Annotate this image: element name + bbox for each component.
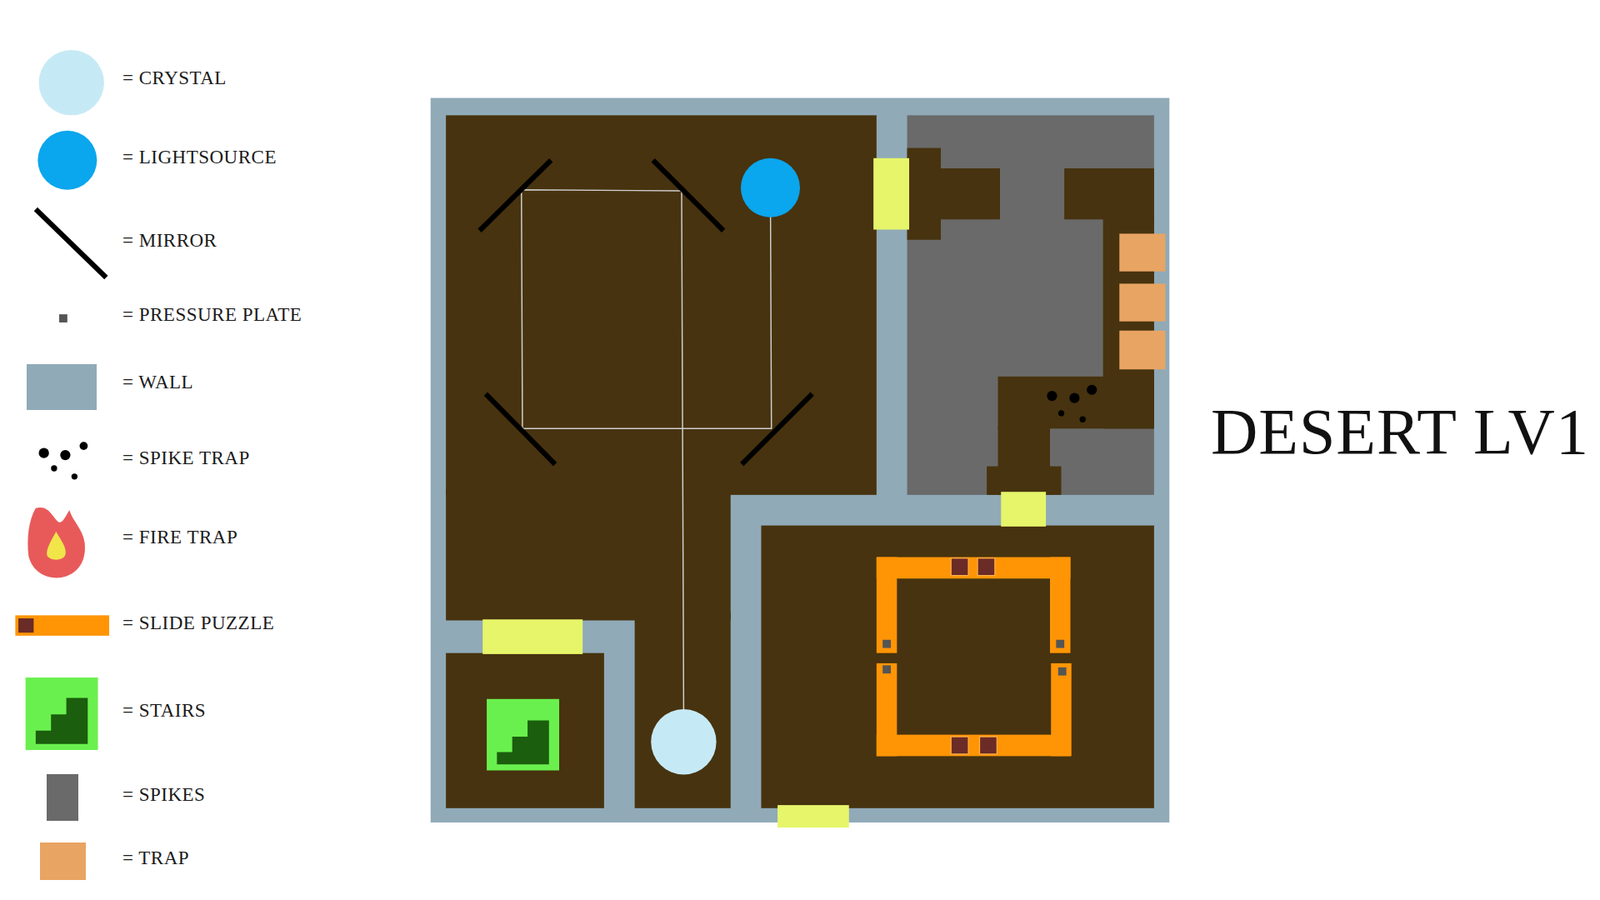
legend-label: = PRESSURE PLATE <box>122 304 302 326</box>
legend-label: = STAIRS <box>122 700 206 722</box>
map-traps-part <box>1058 410 1065 416</box>
map-floor-part <box>445 653 605 809</box>
map-traps-part <box>1119 233 1165 271</box>
legend-label: = CRYSTAL <box>122 67 227 90</box>
map-floor-part <box>998 376 1155 429</box>
slide-puzzle-part <box>977 558 995 576</box>
legend-symbols-part <box>35 209 106 278</box>
slide-puzzle-part <box>950 558 969 576</box>
legend-symbols-part <box>25 677 99 750</box>
map-walls <box>430 98 1170 823</box>
map-walls-part <box>430 98 1170 823</box>
level-title: DESERT LV1 <box>1210 399 1590 465</box>
legend-symbols-part <box>71 473 78 480</box>
slide-puzzle-part <box>950 736 969 755</box>
legend-symbols-part <box>59 314 68 323</box>
slide-puzzle-part <box>876 663 897 756</box>
map-doors-part <box>1000 491 1046 527</box>
map-traps-part <box>1069 392 1080 403</box>
slide-puzzle-part <box>1050 663 1071 756</box>
legend-symbols-part <box>35 698 88 745</box>
legend-swatch <box>40 842 86 880</box>
light-beam <box>521 187 772 710</box>
map-floor-part <box>907 115 1155 495</box>
stairs <box>486 699 560 771</box>
map-floor-part <box>445 115 877 495</box>
legend-symbols-part <box>46 531 66 560</box>
crystal-lightsource-part <box>740 158 800 218</box>
legend-symbols-part <box>60 450 70 460</box>
legend-label: = SPIKE TRAP <box>122 447 250 470</box>
map-floor-part <box>907 148 941 240</box>
map-floor <box>445 115 1155 808</box>
crystal-lightsource-part <box>650 709 716 775</box>
legend-symbols-part <box>50 465 57 471</box>
map-floor-part <box>445 490 731 621</box>
map-doors <box>482 158 1046 828</box>
legend-symbols-part <box>15 615 110 635</box>
map-traps-part <box>1080 416 1086 423</box>
legend-symbols-part <box>37 130 97 190</box>
mirrors-part <box>480 160 552 230</box>
legend-label: = SPIKES <box>122 784 205 806</box>
map-traps-part <box>1119 330 1165 370</box>
slide-puzzle-part <box>980 736 998 755</box>
legend-label: = MIRROR <box>122 230 217 252</box>
legend-symbols-part <box>27 507 85 579</box>
map-floor-part <box>760 525 1154 809</box>
light-beam-part <box>521 187 772 710</box>
legend-label: = SLIDE PUZZLE <box>122 612 275 635</box>
slide-puzzle-part <box>882 665 891 674</box>
legend-symbols <box>15 50 110 750</box>
mirrors-part <box>485 394 555 465</box>
legend-symbols-part <box>18 618 34 633</box>
map-traps-part <box>1046 390 1057 401</box>
slide-puzzle-part <box>1055 640 1065 649</box>
map-traps-part <box>1086 385 1097 395</box>
stairs-part <box>486 699 560 771</box>
crystal-lightsource <box>650 158 800 775</box>
slide-puzzle-part <box>1050 557 1070 654</box>
slide-puzzle <box>876 557 1072 757</box>
legend-symbols-part <box>39 448 50 459</box>
legend-swatch <box>46 774 79 821</box>
legend-label: = WALL <box>122 371 194 394</box>
map-doors-part <box>777 805 850 828</box>
map-traps <box>1046 233 1165 423</box>
map-doors-part <box>873 158 910 230</box>
slide-puzzle-part <box>1058 667 1067 676</box>
legend-symbols-part <box>80 441 89 450</box>
map-floor-part <box>986 466 1061 495</box>
map-doors-part <box>482 619 583 655</box>
slide-puzzle-part <box>876 735 1071 757</box>
slide-puzzle-part <box>876 557 897 654</box>
map-floor-part <box>1064 168 1155 220</box>
legend-swatch <box>26 364 97 410</box>
map-traps-part <box>1119 283 1165 321</box>
slide-puzzle-part <box>876 557 1071 580</box>
slide-puzzle-part <box>882 640 891 649</box>
legend-label: = LIGHTSOURCE <box>122 146 277 169</box>
map-floor-part <box>939 168 1000 220</box>
mirrors-part <box>653 160 724 230</box>
legend-symbols-part <box>39 50 105 115</box>
legend-label: = FIRE TRAP <box>122 526 238 549</box>
stairs-part <box>496 720 549 765</box>
mirrors-part <box>741 394 812 465</box>
legend-label: = TRAP <box>122 847 190 870</box>
map-floor-part <box>635 612 731 809</box>
